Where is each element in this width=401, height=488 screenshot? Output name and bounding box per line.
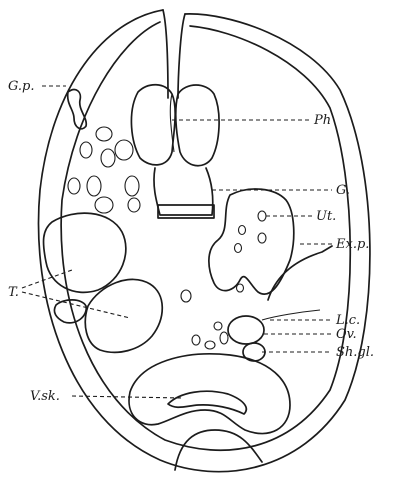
pharynx-right	[176, 85, 219, 166]
gut-wall	[158, 205, 214, 218]
label-lc: L.c.	[335, 313, 360, 328]
label-exp: Ex.p.	[335, 237, 369, 252]
ovary	[228, 316, 264, 344]
label-vsk: V.sk.	[30, 389, 60, 404]
uterus	[209, 189, 294, 294]
label-gp: G.p.	[8, 79, 35, 94]
excretory-canal	[268, 246, 332, 300]
laurers-canal	[262, 310, 320, 320]
label-ph: Ph	[313, 113, 331, 128]
label-ov: Ov.	[336, 327, 357, 342]
label-t: T.	[8, 285, 19, 300]
label-g: G.	[336, 183, 350, 198]
gut	[154, 168, 213, 215]
label-ut: Ut.	[316, 209, 336, 224]
testis-upper	[44, 213, 126, 292]
body-cavities	[68, 127, 140, 213]
small-vesicles	[181, 290, 228, 349]
genital-pore	[68, 90, 87, 129]
label-shgl: Sh.gl.	[336, 345, 374, 360]
ventral-sucker	[129, 354, 290, 434]
dorsal-notch	[163, 10, 185, 98]
